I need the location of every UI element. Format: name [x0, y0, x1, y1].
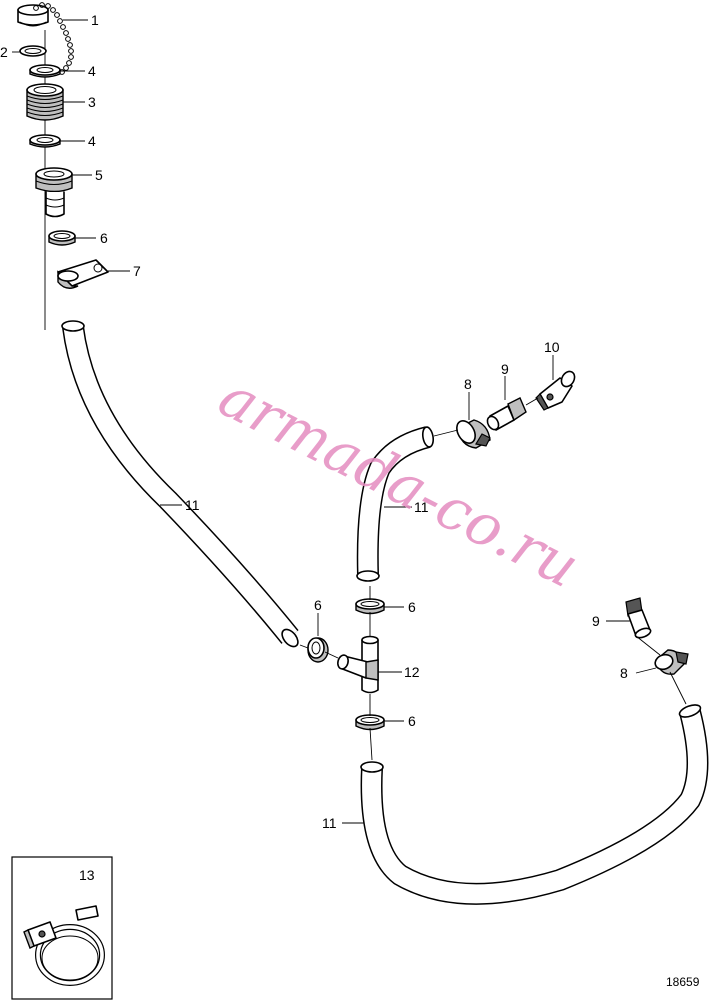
callout-6-upper: 6 — [100, 230, 108, 246]
hose-clamp-upper-right-part — [456, 419, 491, 449]
threaded-filler-neck-part — [26, 83, 64, 121]
callout-labels: 1 2 4 3 4 5 6 7 8 9 10 11 11 6 6 12 6 9 … — [0, 12, 628, 883]
fitting-upper-part — [486, 397, 527, 431]
callout-11-bottom: 11 — [322, 815, 337, 831]
reference-number: 18659 — [666, 975, 700, 989]
callout-4-upper: 4 — [88, 63, 96, 79]
hose-clamp-tee-bottom-part — [355, 714, 385, 731]
callout-10: 10 — [544, 339, 560, 355]
callout-5: 5 — [95, 167, 103, 183]
callout-11-left: 11 — [185, 497, 200, 513]
washer-lower-part — [29, 134, 61, 148]
elbow-fitting-part — [535, 370, 576, 411]
fitting-lower-part — [625, 597, 652, 639]
hose-nipple-part — [35, 167, 73, 218]
hose-middle-part — [356, 426, 435, 582]
callout-13: 13 — [79, 867, 95, 883]
inset-box — [11, 856, 113, 1000]
callout-7: 7 — [133, 263, 141, 279]
watermark-text: armada-co.ru — [209, 362, 590, 601]
callout-6-tee-bottom: 6 — [408, 713, 416, 729]
hose-clamp-upper-part — [48, 230, 76, 246]
callout-9-lower: 9 — [592, 613, 600, 629]
callout-6-left: 6 — [314, 597, 322, 613]
callout-8-upper: 8 — [464, 376, 472, 392]
callout-1: 1 — [91, 12, 99, 28]
hose-bottom-part — [360, 704, 709, 905]
worm-drive-clamp-part — [23, 905, 105, 986]
callout-12: 12 — [404, 664, 420, 680]
hose-left-part — [61, 320, 299, 648]
callout-11-middle: 11 — [414, 499, 429, 515]
callout-2: 2 — [0, 44, 8, 60]
callout-9-upper: 9 — [501, 361, 509, 377]
filler-cap-part — [17, 4, 49, 27]
callout-6-tee-top: 6 — [408, 599, 416, 615]
hose-bracket-part — [57, 259, 109, 289]
hose-clamp-left-part — [307, 637, 329, 663]
washer-upper-part — [29, 64, 61, 78]
hose-clamp-tee-top-part — [355, 598, 385, 615]
tee-connector-part — [337, 635, 379, 694]
callout-3: 3 — [88, 94, 96, 110]
callout-8-lower: 8 — [620, 665, 628, 681]
leader-lines — [12, 19, 687, 905]
hose-clamp-lower-right-part — [654, 649, 689, 675]
callout-4-lower: 4 — [88, 133, 96, 149]
o-ring-part — [19, 45, 47, 57]
